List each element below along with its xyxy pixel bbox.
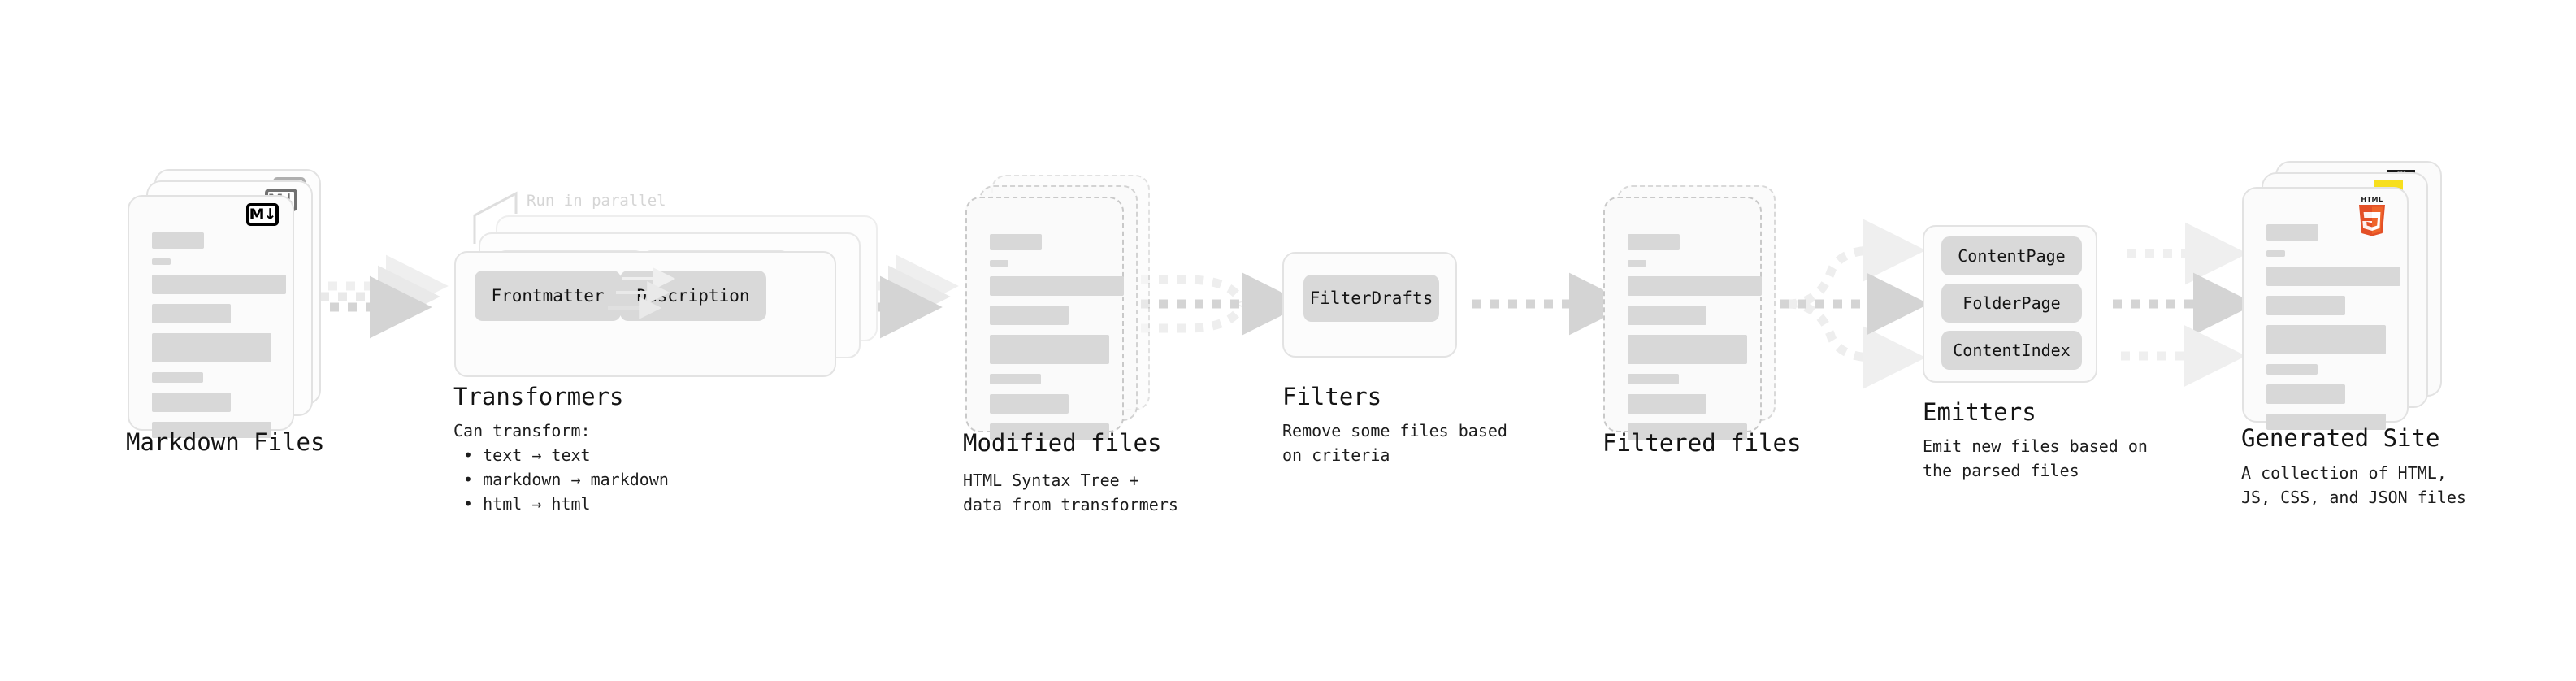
markdown-icon: M↓: [246, 203, 279, 226]
skeleton-bar: [152, 258, 171, 265]
skeleton-bars: [990, 234, 1124, 449]
skeleton-bar: [2266, 364, 2318, 375]
skeleton-bar: [990, 335, 1109, 364]
connector-transformers-to-modified: [822, 254, 959, 339]
skeleton-bar: [2266, 267, 2400, 286]
connector-filtered-to-emitters: [1780, 219, 1929, 389]
filters-title: Filters: [1282, 383, 1382, 410]
skeleton-bar: [990, 276, 1124, 296]
generated-site-title: Generated Site: [2241, 424, 2440, 452]
filtered-card-front[interactable]: [1603, 197, 1762, 440]
emitters-title: Emitters: [1923, 398, 2036, 426]
skeleton-bar: [152, 333, 271, 362]
skeleton-bar: [2266, 250, 2285, 257]
skeleton-bar: [2266, 414, 2386, 430]
transformers-caption: Can transform: • text → text • markdown …: [453, 421, 669, 514]
filtered-files-title: Filtered files: [1602, 429, 1802, 457]
transformers-title: Transformers: [453, 383, 624, 410]
filter-node-filterdrafts[interactable]: FilterDrafts: [1303, 275, 1439, 322]
modified-card-front[interactable]: [965, 197, 1124, 440]
markdown-card-front[interactable]: [128, 195, 294, 438]
emitter-node-contentpage[interactable]: ContentPage: [1941, 236, 2082, 275]
skeleton-bar: [152, 304, 231, 323]
svg-text:HTML: HTML: [2361, 196, 2383, 203]
run-in-parallel-label: Run in parallel: [527, 192, 666, 210]
skeleton-bar: [990, 374, 1041, 384]
skeleton-bar: [990, 394, 1069, 414]
skeleton-bar: [152, 275, 286, 294]
skeleton-bar: [1628, 234, 1680, 250]
connector-md-to-transformers: [312, 254, 449, 339]
generated-card-front-html[interactable]: [2242, 187, 2409, 430]
skeleton-bar: [990, 234, 1042, 250]
skeleton-bar: [1628, 335, 1747, 364]
markdown-files-title: Markdown Files: [126, 428, 325, 456]
skeleton-bar: [1628, 394, 1706, 414]
skeleton-bar: [152, 422, 271, 438]
filters-box[interactable]: FilterDrafts: [1282, 252, 1457, 358]
filters-caption: Remove some files based on criteria: [1282, 421, 1507, 465]
skeleton-bars: [2266, 224, 2400, 440]
connector-emitters-to-site: [2113, 222, 2256, 388]
skeleton-bar: [2266, 224, 2318, 241]
skeleton-bar: [1628, 306, 1706, 325]
skeleton-bar: [152, 372, 203, 383]
skeleton-bar: [152, 393, 231, 412]
skeleton-bar: [990, 306, 1069, 325]
skeleton-bar: [990, 260, 1008, 267]
skeleton-bar: [1628, 423, 1747, 440]
emitter-node-folderpage[interactable]: FolderPage: [1941, 284, 2082, 323]
html5-icon: HTML: [2355, 194, 2389, 236]
skeleton-bar: [152, 232, 204, 249]
emitter-node-contentindex[interactable]: ContentIndex: [1941, 331, 2082, 370]
modified-files-title: Modified files: [963, 429, 1162, 457]
generated-site-caption: A collection of HTML, JS, CSS, and JSON …: [2241, 463, 2466, 507]
skeleton-bar: [990, 423, 1109, 440]
emitters-box[interactable]: ContentPage FolderPage ContentIndex: [1923, 225, 2097, 383]
transformer-node-frontmatter[interactable]: Frontmatter: [475, 271, 621, 321]
skeleton-bar: [1628, 276, 1762, 296]
skeleton-bar: [1628, 374, 1679, 384]
skeleton-bar: [2266, 384, 2345, 404]
run-in-parallel-bracket: [473, 191, 518, 244]
skeleton-bar: [1628, 260, 1646, 267]
modified-files-caption: HTML Syntax Tree + data from transformer…: [963, 471, 1178, 514]
skeleton-bar: [2266, 325, 2386, 354]
emitters-caption: Emit new files based on the parsed files: [1923, 436, 2148, 480]
skeleton-bar: [2266, 296, 2345, 315]
skeleton-bars: [1628, 234, 1762, 449]
connector-modified-to-filters: [1141, 272, 1305, 336]
skeleton-bars: [152, 232, 286, 448]
